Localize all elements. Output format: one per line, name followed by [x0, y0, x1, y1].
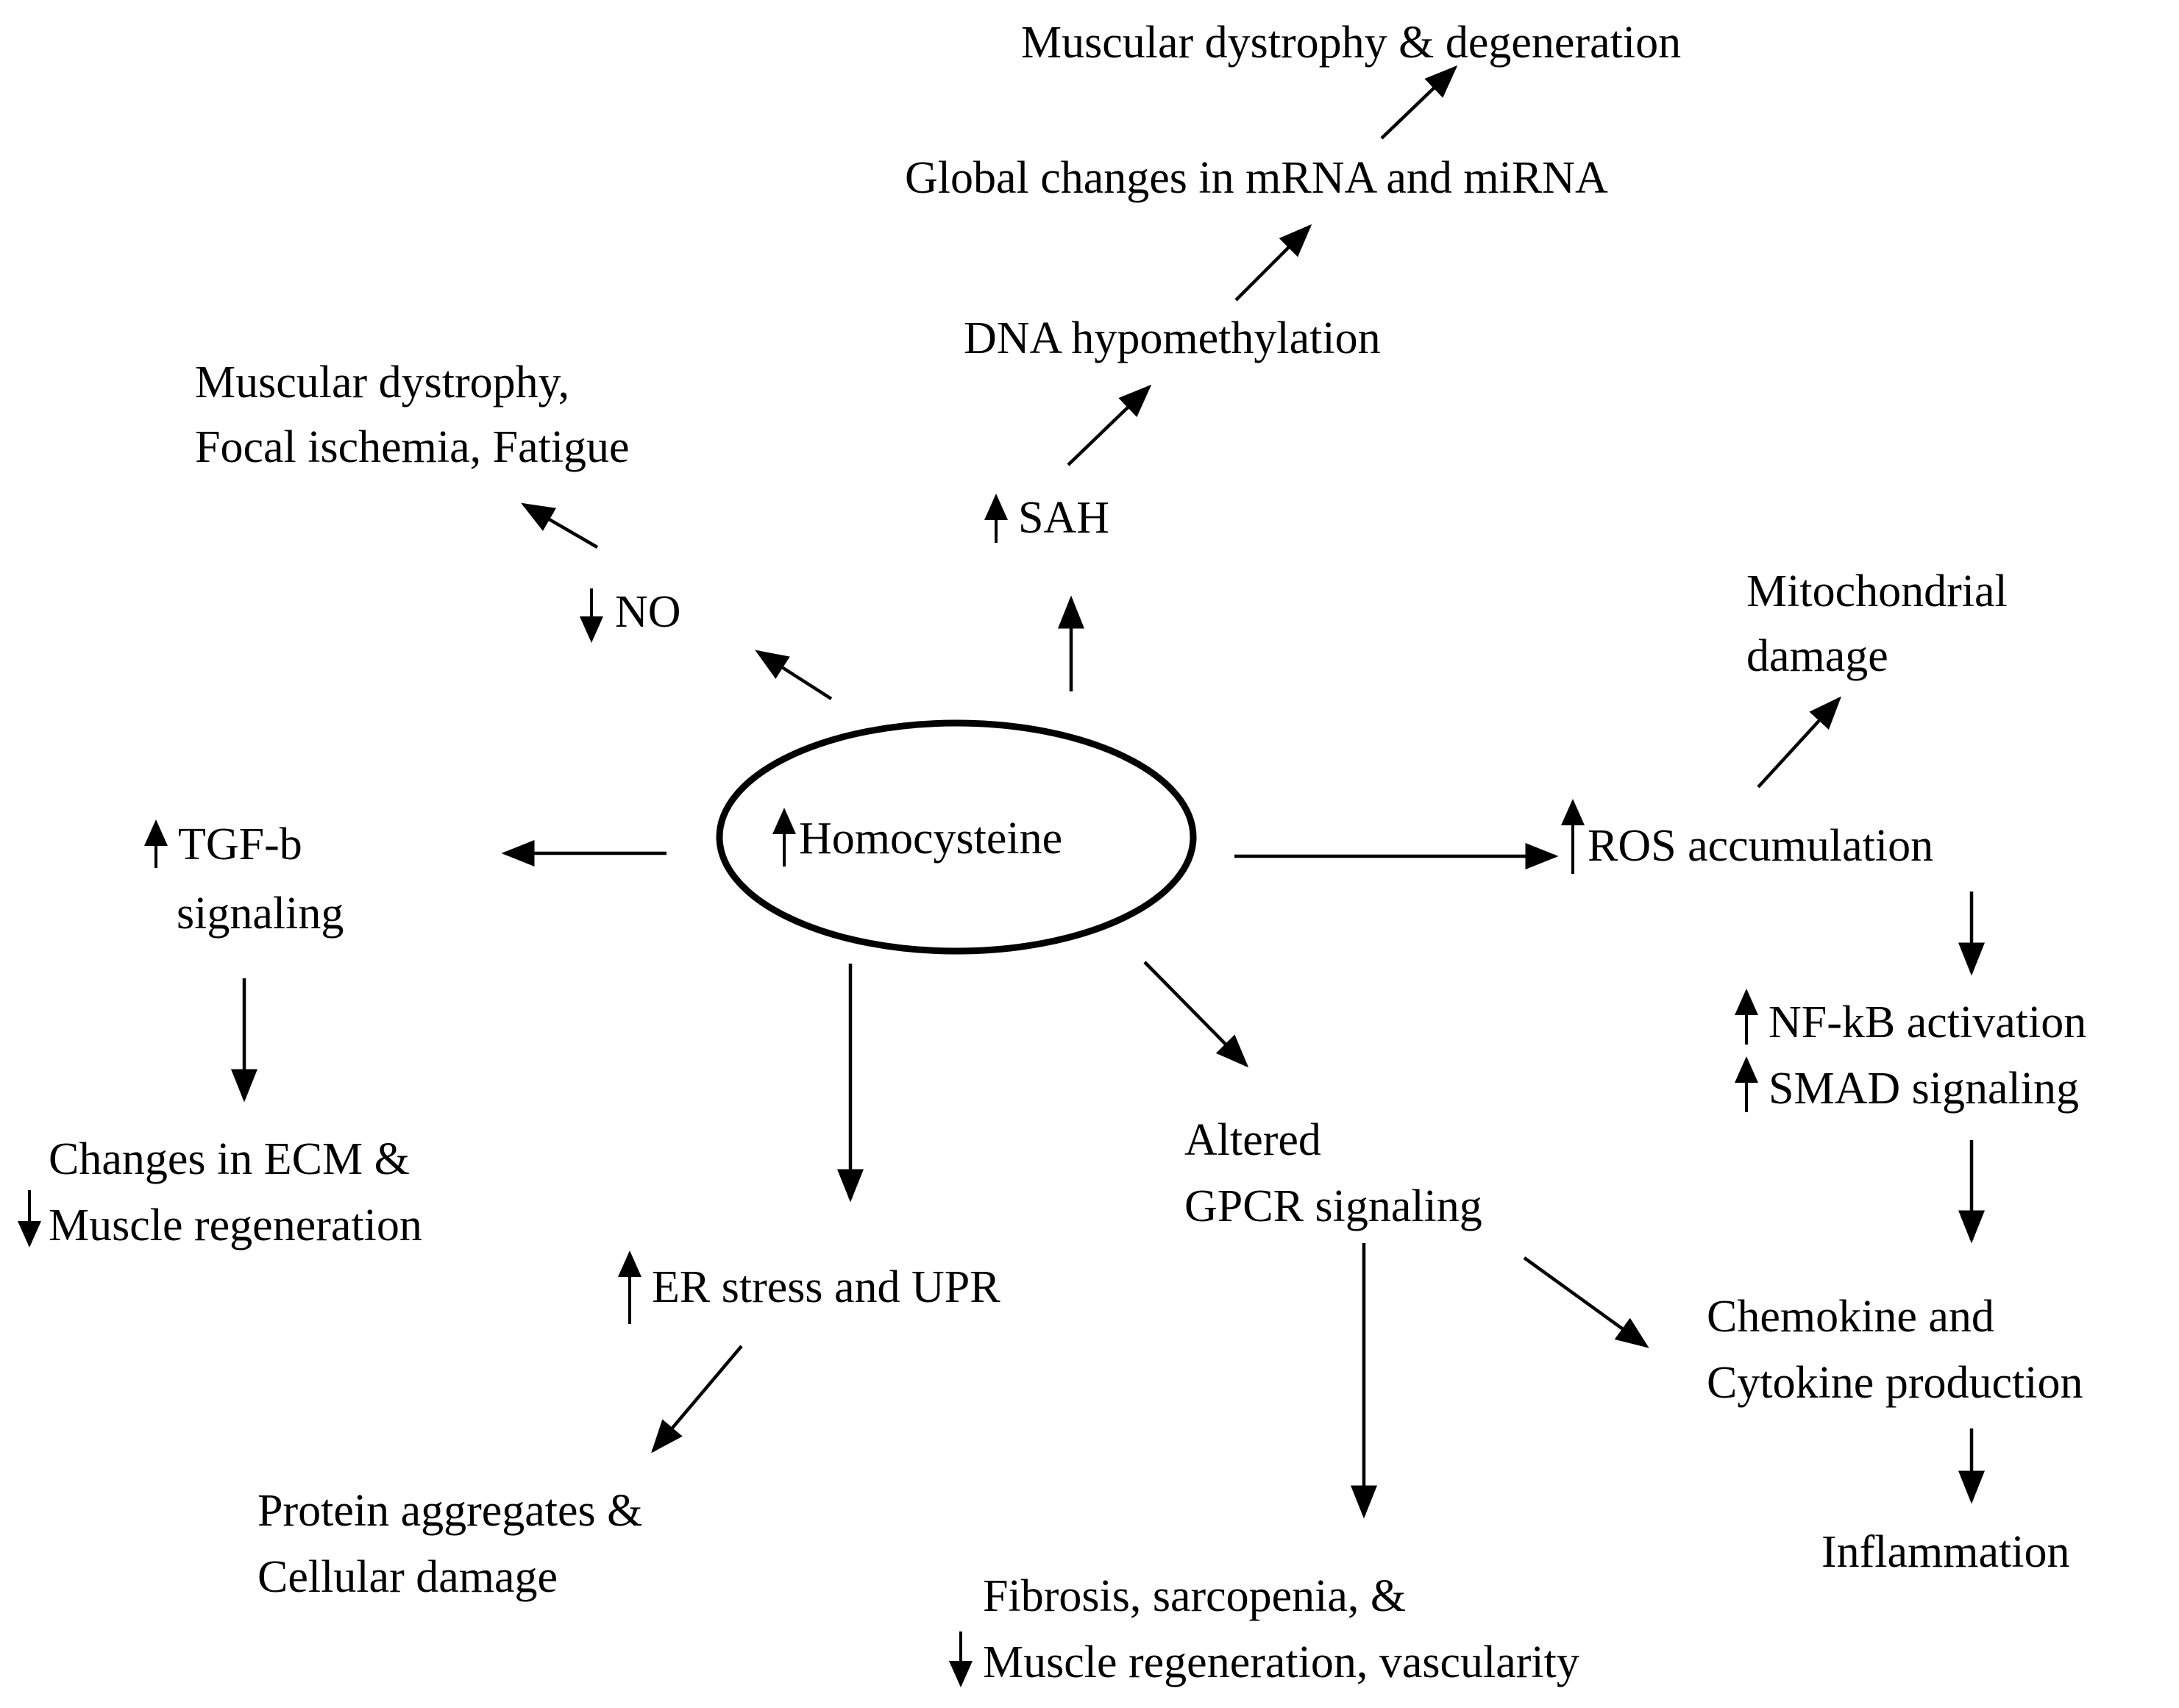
er-stress-label: ER stress and UPR: [652, 1262, 1000, 1312]
arrows: [231, 65, 1985, 1519]
no-node: NO: [580, 587, 681, 643]
inflammation-label: Inflammation: [1821, 1527, 2069, 1577]
fibrosis-line2: Muscle regeneration, vascularity: [983, 1637, 1579, 1687]
arrow-sah-to-dna: [1067, 384, 1152, 466]
tgf-b-node: TGF-b signaling: [144, 819, 344, 939]
dna-hypomethylation-label: DNA hypomethylation: [964, 313, 1381, 363]
mitochondrial-damage-node: Mitochondrial damage: [1746, 566, 2008, 681]
muscular-dystrophy-degeneration-label: Muscular dystrophy & degeneration: [1021, 18, 1681, 68]
altered-gpcr-line2: GPCR signaling: [1184, 1181, 1482, 1231]
arrow-homocysteine-to-no: [755, 650, 833, 700]
mitochondrial-damage-line1: Mitochondrial: [1746, 566, 2008, 616]
muscular-dystrophy-ischemia-line1: Muscular dystrophy,: [195, 357, 569, 408]
homocysteine-node: Homocysteine: [716, 719, 1197, 955]
smad-signaling-label: SMAD signaling: [1769, 1064, 2079, 1114]
ecm-changes-node: Changes in ECM & Muscle regeneration: [18, 1134, 422, 1250]
ecm-changes-line1: Changes in ECM &: [49, 1134, 410, 1184]
protein-aggregates-node: Protein aggregates & Cellular damage: [257, 1486, 642, 1602]
altered-gpcr-line1: Altered: [1184, 1115, 1321, 1165]
homocysteine-ellipse: [716, 719, 1197, 955]
ros-accumulation-label: ROS accumulation: [1588, 821, 1933, 871]
mitochondrial-damage-line2: damage: [1746, 631, 1888, 681]
tgf-b-label-line1: TGF-b: [178, 819, 302, 869]
chemokine-cytokine-line2: Cytokine production: [1707, 1358, 2083, 1408]
ecm-changes-line2: Muscle regeneration: [49, 1200, 422, 1250]
sah-node: SAH: [984, 493, 1109, 543]
er-stress-node: ER stress and UPR: [618, 1250, 1000, 1324]
homocysteine-label: Homocysteine: [799, 814, 1062, 864]
global-changes-label: Global changes in mRNA and miRNA: [905, 153, 1608, 203]
sah-label: SAH: [1018, 493, 1109, 543]
arrow-no-to-muscular-dystrophy: [521, 502, 599, 549]
muscular-dystrophy-ischemia-line2: Focal ischemia, Fatigue: [195, 422, 630, 472]
arrow-gpcr-to-chemokine: [1523, 1256, 1649, 1348]
arrow-ros-to-mitochondrial: [1757, 696, 1842, 789]
tgf-b-label-line2: signaling: [177, 889, 344, 939]
protein-aggregates-line1: Protein aggregates &: [257, 1486, 642, 1536]
muscular-dystrophy-ischemia-node: Muscular dystrophy, Focal ischemia, Fati…: [195, 357, 630, 472]
protein-aggregates-line2: Cellular damage: [257, 1552, 558, 1602]
arrow-homocysteine-to-gpcr: [1143, 961, 1249, 1068]
nfkb-smad-node: NF-kB activation SMAD signaling: [1735, 989, 2086, 1114]
no-label: NO: [615, 587, 681, 637]
arrow-er-stress-to-protein-aggregates: [651, 1345, 743, 1453]
chemokine-cytokine-line1: Chemokine and: [1707, 1292, 1994, 1342]
arrow-global-to-degeneration: [1380, 65, 1458, 140]
arrow-dna-to-global: [1234, 224, 1312, 302]
altered-gpcr-node: Altered GPCR signaling: [1184, 1115, 1482, 1231]
fibrosis-line1: Fibrosis, sarcopenia, &: [983, 1571, 1406, 1621]
nfkb-activation-label: NF-kB activation: [1769, 997, 2086, 1047]
fibrosis-node: Fibrosis, sarcopenia, & Muscle regenerat…: [949, 1571, 1579, 1687]
chemokine-cytokine-node: Chemokine and Cytokine production: [1707, 1292, 2083, 1408]
ros-accumulation-node: ROS accumulation: [1561, 799, 1933, 874]
